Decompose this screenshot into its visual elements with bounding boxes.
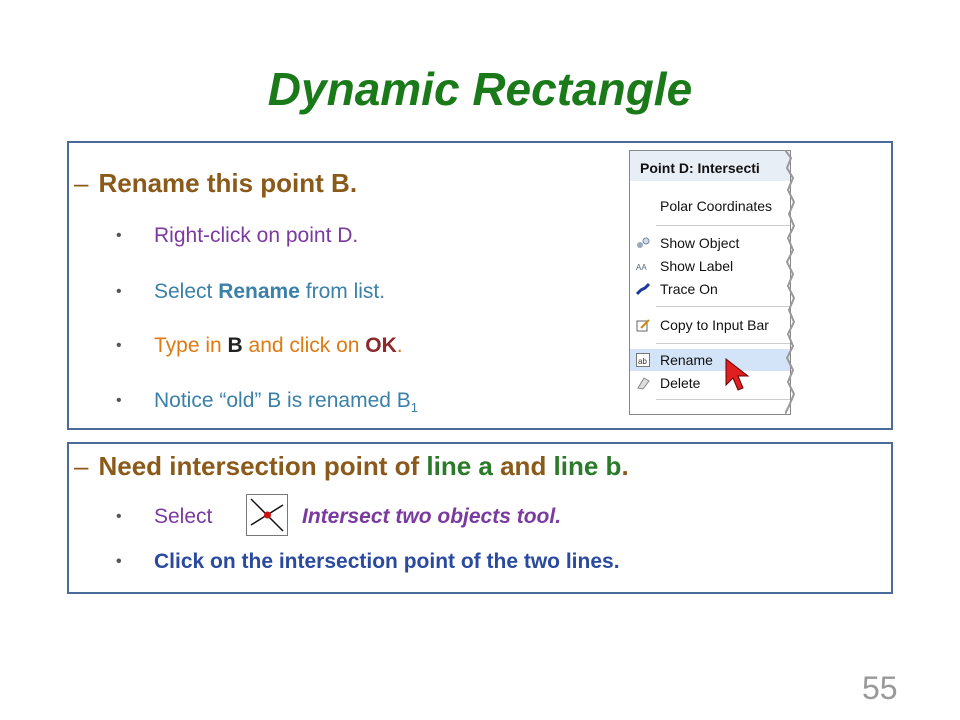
menu-item-polar-coordinates[interactable]: Polar Coordinates <box>660 198 773 214</box>
mouse-pointer-icon <box>725 357 750 391</box>
torn-edge <box>785 150 796 414</box>
page-number: 55 <box>862 670 898 706</box>
menu-header: Point D: Intersecti <box>630 151 790 181</box>
menu-separator <box>656 306 790 307</box>
bullet-click-intersection: •Click on the intersection point of the … <box>116 550 620 573</box>
intersection-heading: –Need intersection point of line a and l… <box>74 451 629 481</box>
trace-icon <box>635 282 651 296</box>
rename-icon: ab <box>636 353 650 367</box>
rename-instructions-box <box>67 141 893 430</box>
menu-item-delete[interactable]: Delete <box>630 372 790 394</box>
bullet-type-b: •Type in B and click on OK. <box>116 334 403 357</box>
rename-heading-text: Rename this point B. <box>98 168 358 198</box>
show-label-icon: AA <box>636 259 650 273</box>
eraser-icon <box>636 376 650 390</box>
intersect-tool-label: Intersect two objects tool. <box>302 505 562 528</box>
intersect-tool-icon <box>246 494 288 536</box>
menu-separator <box>656 399 790 400</box>
bullet-select-rename: •Select Rename from list. <box>116 280 386 303</box>
slide-title: Dynamic Rectangle <box>267 63 693 115</box>
svg-text:AA: AA <box>636 263 647 272</box>
menu-separator <box>656 343 790 344</box>
context-menu-screenshot: Point D: Intersecti Polar Coordinates Sh… <box>629 150 791 415</box>
menu-separator <box>656 225 790 226</box>
menu-item-show-object[interactable]: Show Object <box>630 232 790 254</box>
bullet-select-tool: •Select <box>116 505 213 528</box>
bullet-notice-renamed: •Notice “old” B is renamed B1 <box>116 389 419 416</box>
bullet-right-click: •Right-click on point D. <box>116 224 359 247</box>
svg-text:ab: ab <box>638 357 647 366</box>
rename-heading: –Rename this point B. <box>74 168 358 198</box>
intersection-instructions-box <box>67 442 893 594</box>
menu-item-rename[interactable]: ab Rename <box>630 349 790 371</box>
menu-item-trace-on[interactable]: Trace On <box>630 278 790 300</box>
show-object-icon <box>636 236 650 250</box>
menu-item-show-label[interactable]: AA Show Label <box>636 258 734 274</box>
copy-icon <box>636 318 650 332</box>
menu-item-copy-to-input-bar[interactable]: Copy to Input Bar <box>630 314 790 336</box>
